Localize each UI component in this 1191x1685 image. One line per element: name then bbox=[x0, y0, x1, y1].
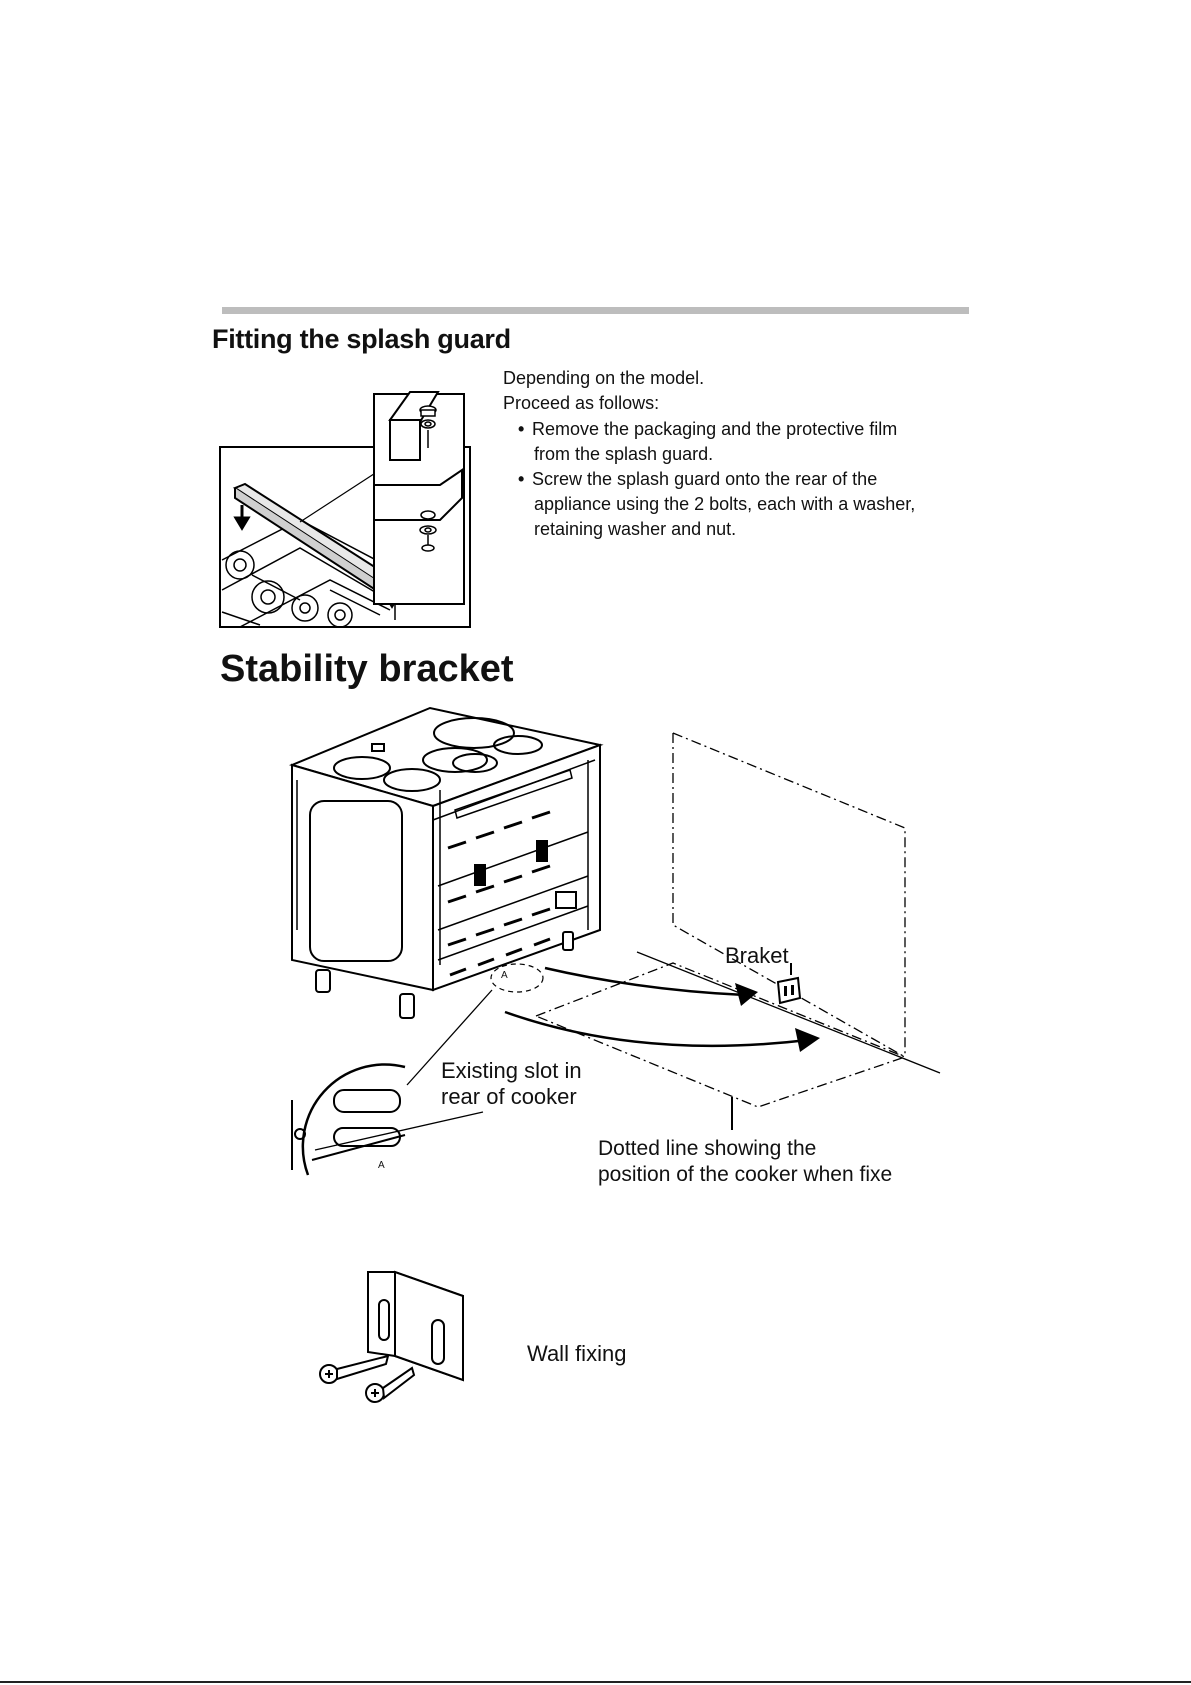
intro-line-2: Proceed as follows: bbox=[503, 393, 660, 413]
step-1-line-2: from the splash guard. bbox=[534, 444, 714, 464]
detail-marker-a: A bbox=[501, 970, 508, 981]
step-1: • Remove the packaging and the protective… bbox=[518, 417, 897, 442]
dotted-line-label-1: Dotted line showing the bbox=[598, 1137, 817, 1160]
bullet-icon: • bbox=[518, 419, 525, 439]
step-1-line-1: Remove the packaging and the protective … bbox=[532, 419, 898, 439]
zoom-marker-a: A bbox=[378, 1160, 385, 1171]
bracket-label: Braket bbox=[725, 943, 789, 968]
wall-fixing-label: Wall fixing bbox=[527, 1341, 627, 1366]
page-bottom-rule bbox=[0, 1681, 1191, 1683]
step-2: • Screw the splash guard onto the rear of… bbox=[518, 467, 877, 492]
bullet-icon: • bbox=[518, 469, 525, 489]
step-2-line-2: appliance using the 2 bolts, each with a… bbox=[534, 494, 916, 514]
slot-label-line-2: rear of cooker bbox=[441, 1084, 577, 1109]
dotted-line-label-2: position of the cooker when fixe bbox=[598, 1163, 893, 1186]
step-2-line-3: retaining washer and nut. bbox=[534, 519, 737, 539]
splash-guard-title: Fitting the splash guard bbox=[212, 324, 511, 354]
step-2-line-1: Screw the splash guard onto the rear of … bbox=[532, 469, 878, 489]
intro-line-1: Depending on the model. bbox=[503, 368, 705, 388]
section-divider bbox=[222, 307, 969, 314]
stability-bracket-title: Stability bracket bbox=[220, 648, 514, 690]
slot-label-line-1: Existing slot in bbox=[441, 1058, 582, 1083]
